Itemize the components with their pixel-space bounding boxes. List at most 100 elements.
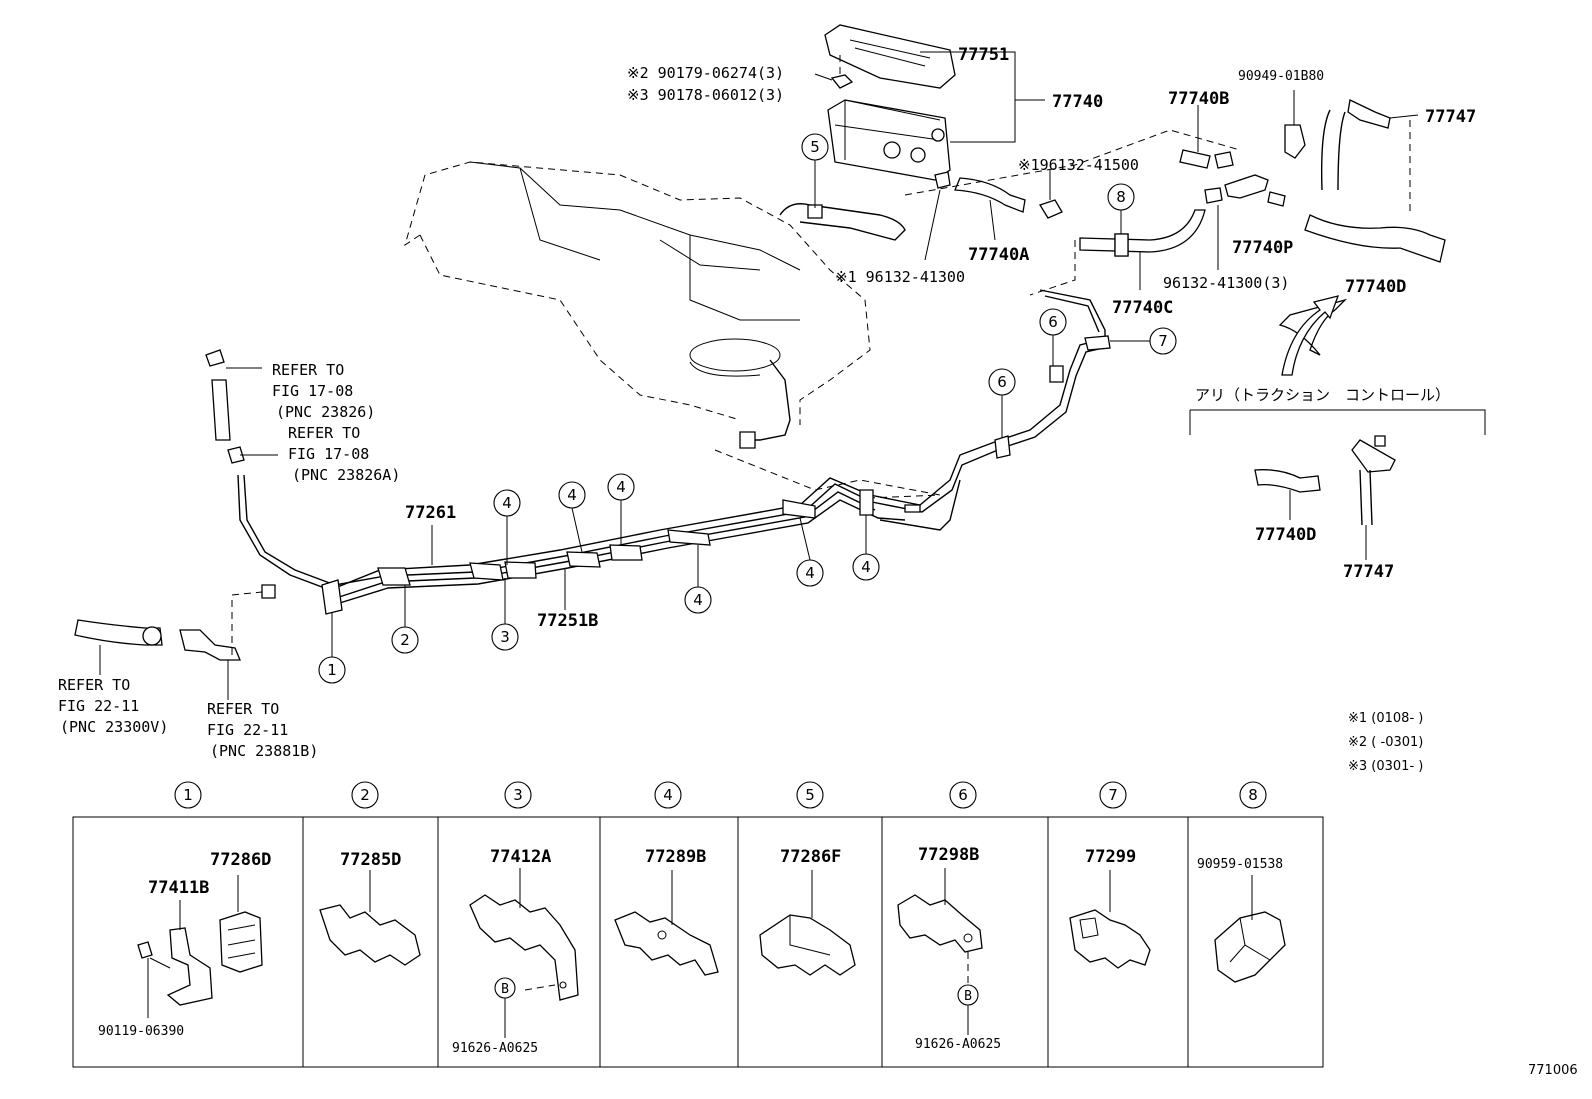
refer2-line2: FIG 17-08	[288, 445, 369, 463]
hose-route-dash-2	[1029, 240, 1076, 296]
hose-77740A	[954, 177, 1026, 241]
callout-b-6: B	[957, 984, 979, 1006]
svg-text:B: B	[501, 982, 509, 997]
svg-text:4: 4	[663, 786, 673, 804]
clamp-96132-41300	[924, 171, 951, 261]
panel-2-drawing	[319, 870, 421, 966]
callout-leaders	[331, 160, 1150, 658]
refer1-line3: (PNC 23826)	[276, 403, 375, 421]
hose-77740B	[1179, 105, 1234, 169]
label-90179-06274: ※2 90179-06274(3)	[627, 64, 784, 82]
label-77251B: 77251B	[537, 611, 598, 631]
label-77740A: 77740A	[968, 245, 1029, 265]
option-group	[1189, 298, 1486, 560]
callout-7: 7	[1149, 327, 1177, 355]
callout-5: 5	[801, 133, 829, 161]
callout-2: 2	[391, 626, 419, 654]
note-3: ※3 (0301- )	[1348, 759, 1423, 774]
refer1-line1: REFER TO	[272, 361, 344, 379]
panel-1-drawing	[137, 875, 263, 1018]
option-arrow	[1281, 295, 1340, 376]
clamp-90949-01B80	[1284, 90, 1306, 159]
label-77411B: 77411B	[148, 878, 209, 898]
svg-text:2: 2	[360, 786, 370, 804]
refer1-line2: FIG 17-08	[272, 382, 353, 400]
panel-header-1: 1	[174, 781, 202, 809]
refer4-line1: REFER TO	[207, 700, 279, 718]
panel-5-drawing	[759, 870, 856, 976]
hose-77747-top	[1320, 99, 1419, 191]
label-77740D-top: 77740D	[1345, 277, 1406, 297]
label-90949-01B80: 90949-01B80	[1238, 69, 1324, 84]
svg-text:7: 7	[1108, 786, 1118, 804]
refer2-line1: REFER TO	[288, 424, 360, 442]
svg-text:3: 3	[500, 628, 510, 646]
charcoal-canister	[824, 24, 956, 181]
label-77751: 77751	[958, 45, 1009, 65]
svg-text:7: 7	[1158, 332, 1168, 350]
label-77261: 77261	[405, 503, 456, 523]
svg-text:2: 2	[400, 631, 410, 649]
label-77289B: 77289B	[645, 847, 706, 867]
figure-code: 771006	[1528, 1063, 1578, 1078]
label-77740: 77740	[1052, 92, 1103, 112]
svg-text:8: 8	[1248, 786, 1258, 804]
leader-77751	[920, 51, 1016, 143]
label-90959-01538: 90959-01538	[1197, 857, 1283, 872]
panel-header-4: 4	[654, 781, 682, 809]
label-91626-A0625-a: 91626-A0625	[452, 1041, 538, 1056]
panel-headers: 1 2 3 4 5 6 7 8	[174, 781, 1267, 809]
part-labels: 77751 77740 ※2 90179-06274(3) ※3 90178-0…	[58, 45, 1578, 1078]
callout-4b: 4	[558, 481, 586, 509]
panel-7-drawing	[1069, 870, 1151, 969]
svg-text:4: 4	[693, 591, 703, 609]
label-77740D-option: 77740D	[1255, 525, 1316, 545]
label-96132-41500: ※196132-41500	[1018, 156, 1139, 174]
label-77747-option: 77747	[1343, 562, 1394, 582]
callout-6a: 6	[988, 368, 1016, 396]
connector-77740P	[1204, 174, 1286, 270]
callout-4a: 4	[493, 489, 521, 517]
pipe-clamps	[321, 233, 1129, 615]
svg-text:4: 4	[616, 478, 626, 496]
panel-labels: 77286D 77411B 90119-06390 77285D 77412A …	[98, 845, 1283, 1056]
label-96132-41300-3: 96132-41300(3)	[1163, 274, 1289, 292]
svg-text:B: B	[964, 989, 972, 1004]
label-77286F: 77286F	[780, 847, 841, 867]
callout-4f: 4	[852, 553, 880, 581]
panel-header-7: 7	[1099, 781, 1127, 809]
label-90119-06390: 90119-06390	[98, 1024, 184, 1039]
clamp-96132-41500	[1039, 170, 1063, 219]
svg-text:8: 8	[1116, 188, 1126, 206]
svg-text:4: 4	[567, 486, 577, 504]
callout-6b: 6	[1039, 308, 1067, 336]
panel-4-drawing	[614, 870, 719, 976]
panel-8-drawing	[1214, 875, 1286, 983]
panel-3-drawing	[469, 868, 579, 1038]
svg-text:1: 1	[327, 661, 337, 679]
left-hoses	[74, 349, 276, 661]
callout-4d: 4	[684, 586, 712, 614]
callout-4c: 4	[607, 473, 635, 501]
note-2: ※2 ( -0301)	[1348, 735, 1423, 750]
label-90178-06012: ※3 90178-06012(3)	[627, 86, 784, 104]
svg-text:4: 4	[805, 564, 815, 582]
svg-text:3: 3	[513, 786, 523, 804]
note-1: ※1 (0108- )	[1348, 711, 1423, 726]
panel-header-6: 6	[949, 781, 977, 809]
svg-text:4: 4	[502, 494, 512, 512]
svg-text:1: 1	[183, 786, 193, 804]
label-91626-A0625-b: 91626-A0625	[915, 1037, 1001, 1052]
svg-text:5: 5	[805, 786, 815, 804]
label-77286D: 77286D	[210, 850, 271, 870]
panel-header-8: 8	[1239, 781, 1267, 809]
callouts-main: 1 2 3 4 4 4 4 4 4 5 6 6 7 8	[318, 133, 1177, 684]
svg-text:5: 5	[810, 138, 820, 156]
clamp-table	[72, 816, 1324, 1068]
callout-b-3: B	[494, 977, 516, 999]
panel-header-2: 2	[351, 781, 379, 809]
refer4-line2: FIG 22-11	[207, 721, 288, 739]
option-caption: アリ（トラクション コントロール）	[1195, 386, 1450, 404]
svg-text:6: 6	[1048, 313, 1058, 331]
callout-1: 1	[318, 656, 346, 684]
